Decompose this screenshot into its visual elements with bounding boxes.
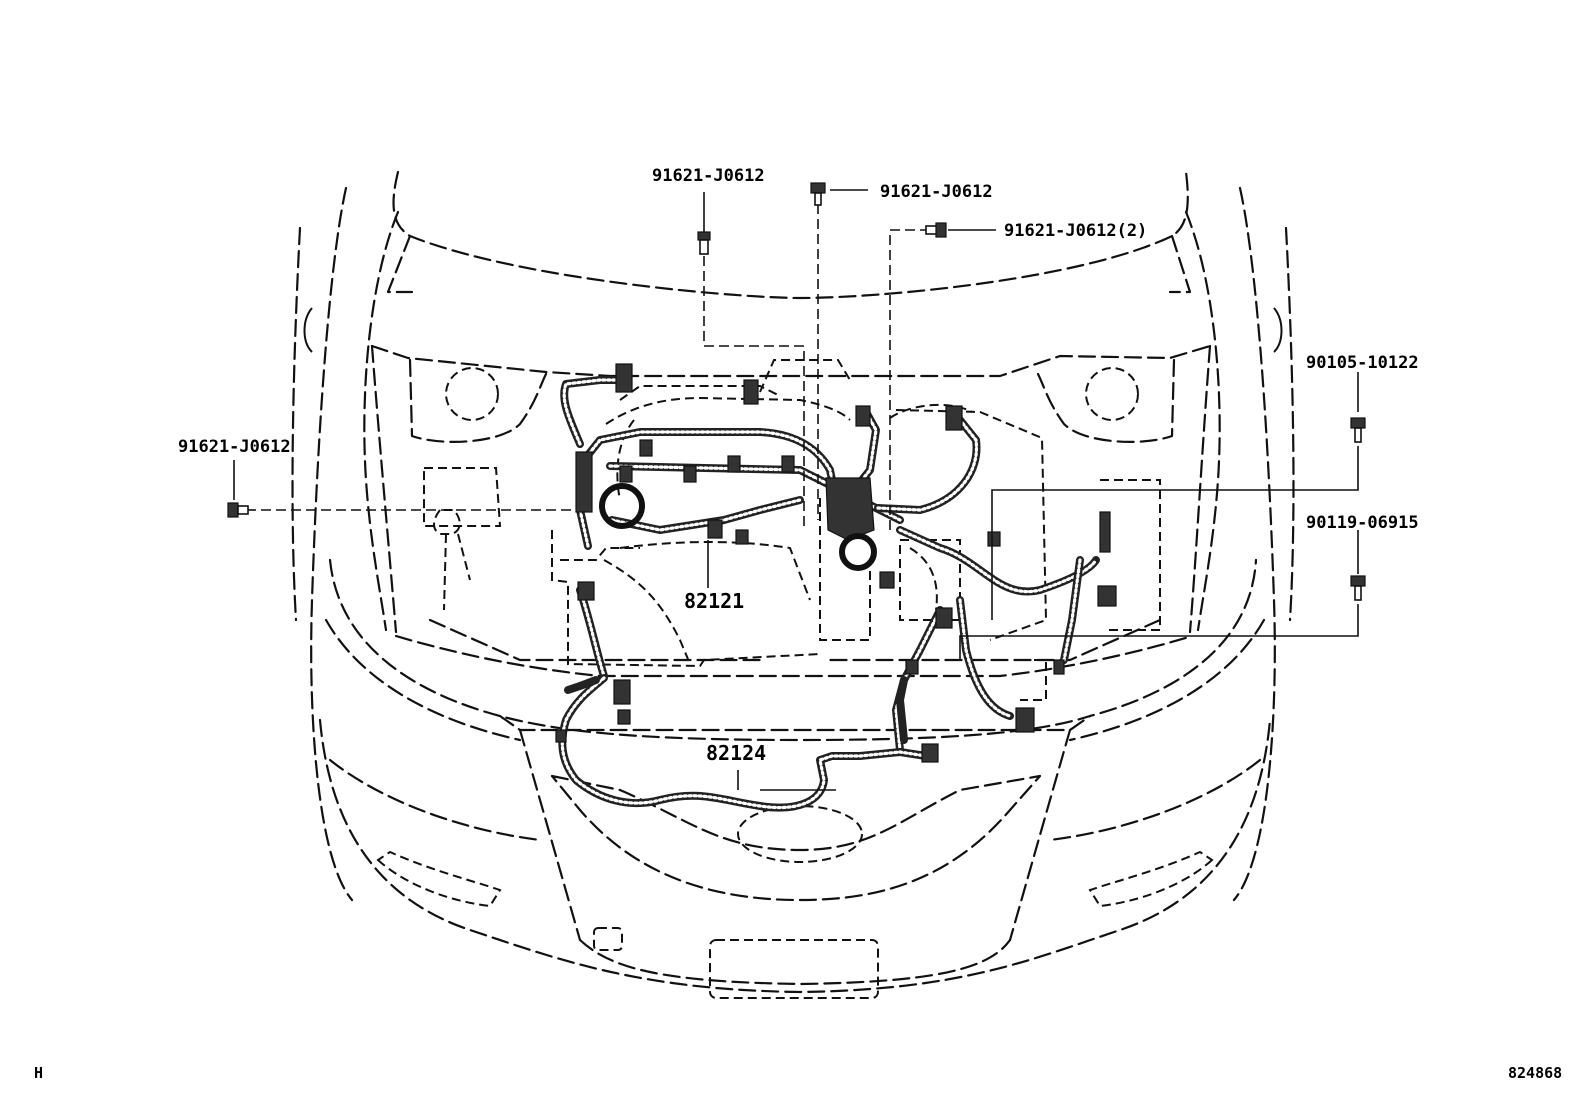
illustration-number: 824868 <box>1508 1064 1562 1082</box>
leader-lines <box>233 189 1359 791</box>
bolt-icon <box>1350 417 1366 443</box>
callout-bolt-right-upper: 90105-10122 <box>1306 353 1419 373</box>
callout-harness-82121: 82121 <box>684 589 744 613</box>
clip-icon <box>697 231 711 255</box>
clip-icon <box>227 502 249 518</box>
callout-labels: 91621-J0612 91621-J0612 91621-J0612(2) 9… <box>178 166 1419 765</box>
bolt-icon <box>1350 575 1366 601</box>
clip-icon <box>810 182 826 206</box>
callout-clip-top-left: 91621-J0612 <box>652 166 765 186</box>
harness-82124 <box>555 659 1065 812</box>
vehicle-body-outline <box>291 170 1295 999</box>
fasteners <box>227 182 1366 601</box>
callout-clip-top-right: 91621-J0612(2) <box>1004 221 1147 241</box>
engine-bay-components <box>423 359 1161 701</box>
corner-code-left: H <box>34 1064 43 1082</box>
callout-clip-top-center: 91621-J0612 <box>880 182 993 202</box>
callout-bolt-right-lower: 90119-06915 <box>1306 513 1419 533</box>
clip-icon <box>925 222 947 238</box>
callout-harness-82124: 82124 <box>706 741 766 765</box>
harness-82121 <box>560 363 1117 754</box>
callout-clip-left: 91621-J0612 <box>178 437 291 457</box>
